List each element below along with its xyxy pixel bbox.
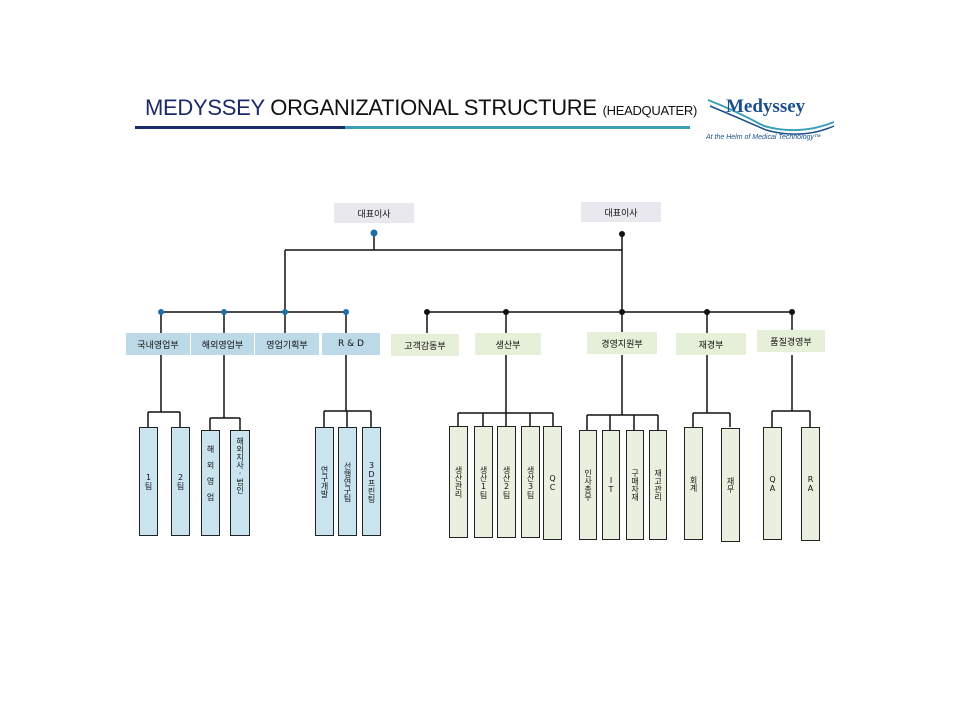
team-label: 해외지사·법인	[235, 437, 245, 494]
team-box: 해외영업	[201, 430, 220, 536]
logo-tagline: At the Helm of Medical Technology™	[706, 134, 821, 141]
dept-rnd: R & D	[322, 333, 380, 355]
team-box: 해외지사·법인	[230, 430, 250, 536]
dept-production: 생산부	[475, 333, 541, 355]
dept-customer: 고객감동부	[391, 334, 459, 356]
team-label: 선행연구팀	[343, 461, 352, 502]
team-box: QA	[763, 427, 782, 540]
team-label: 생산1팀	[479, 465, 488, 499]
team-label: 구매자재	[630, 469, 640, 501]
title-rule-teal	[345, 126, 690, 129]
team-box: 회계	[684, 427, 703, 540]
team-label: 해외영업	[206, 445, 215, 509]
team-box: QC	[543, 426, 562, 540]
team-label: 3D프린팅	[367, 460, 376, 503]
dept-overseas-sales: 해외영업부	[191, 333, 254, 355]
team-box: 재무	[721, 428, 740, 542]
team-label: 생산관리	[454, 466, 463, 498]
team-box: 3D프린팅	[362, 427, 381, 536]
team-box: 인사총무	[579, 430, 597, 540]
team-box: 1팀	[139, 427, 158, 536]
team-box: 구매자재	[626, 430, 644, 540]
team-box: 재고관리	[649, 430, 667, 540]
ceo-box-1: 대표이사	[334, 203, 414, 223]
dept-quality: 품질경영부	[757, 330, 825, 352]
team-label: 생산3팀	[526, 465, 535, 499]
title-sub: (HEADQUATER)	[602, 103, 698, 118]
team-box: 생산3팀	[521, 426, 540, 538]
team-box: 선행연구팀	[338, 427, 357, 536]
title-company: MEDYSSEY	[145, 95, 265, 120]
team-label: 1팀	[144, 473, 153, 490]
title-main: ORGANIZATIONAL STRUCTURE	[270, 95, 597, 120]
dept-management-support: 경영지원부	[587, 332, 657, 354]
team-label: 2팀	[176, 473, 185, 490]
team-label: 재무	[726, 477, 735, 493]
company-logo: Medyssey At the Helm of Medical Technolo…	[704, 96, 844, 152]
team-label: 회계	[689, 475, 698, 492]
logo-swoosh-icon	[707, 99, 835, 135]
logo-name: Medyssey	[726, 96, 806, 117]
team-label: QC	[548, 474, 557, 492]
team-label: IT	[606, 476, 616, 494]
team-label: 재고관리	[653, 469, 663, 501]
ceo-box-2: 대표이사	[581, 202, 661, 222]
team-label: RA	[806, 475, 815, 493]
team-box: 생산관리	[449, 426, 468, 538]
team-box: RA	[801, 427, 820, 541]
team-label: QA	[768, 474, 777, 493]
team-box: 2팀	[171, 427, 190, 536]
team-box: 생산1팀	[474, 426, 493, 538]
team-box: 생산2팀	[497, 426, 516, 538]
page-title: MEDYSSEY ORGANIZATIONAL STRUCTURE (HEADQ…	[145, 95, 697, 121]
team-label: 인사총무	[583, 469, 593, 501]
dept-domestic-sales: 국내영업부	[126, 333, 190, 355]
team-box: IT	[602, 430, 620, 540]
team-box: 연구개발	[315, 427, 334, 536]
dept-sales-planning: 영업기획부	[255, 333, 319, 355]
dept-finance: 재경부	[676, 333, 746, 355]
team-label: 생산2팀	[502, 465, 511, 499]
title-rule-navy	[135, 126, 345, 129]
team-label: 연구개발	[320, 465, 329, 498]
